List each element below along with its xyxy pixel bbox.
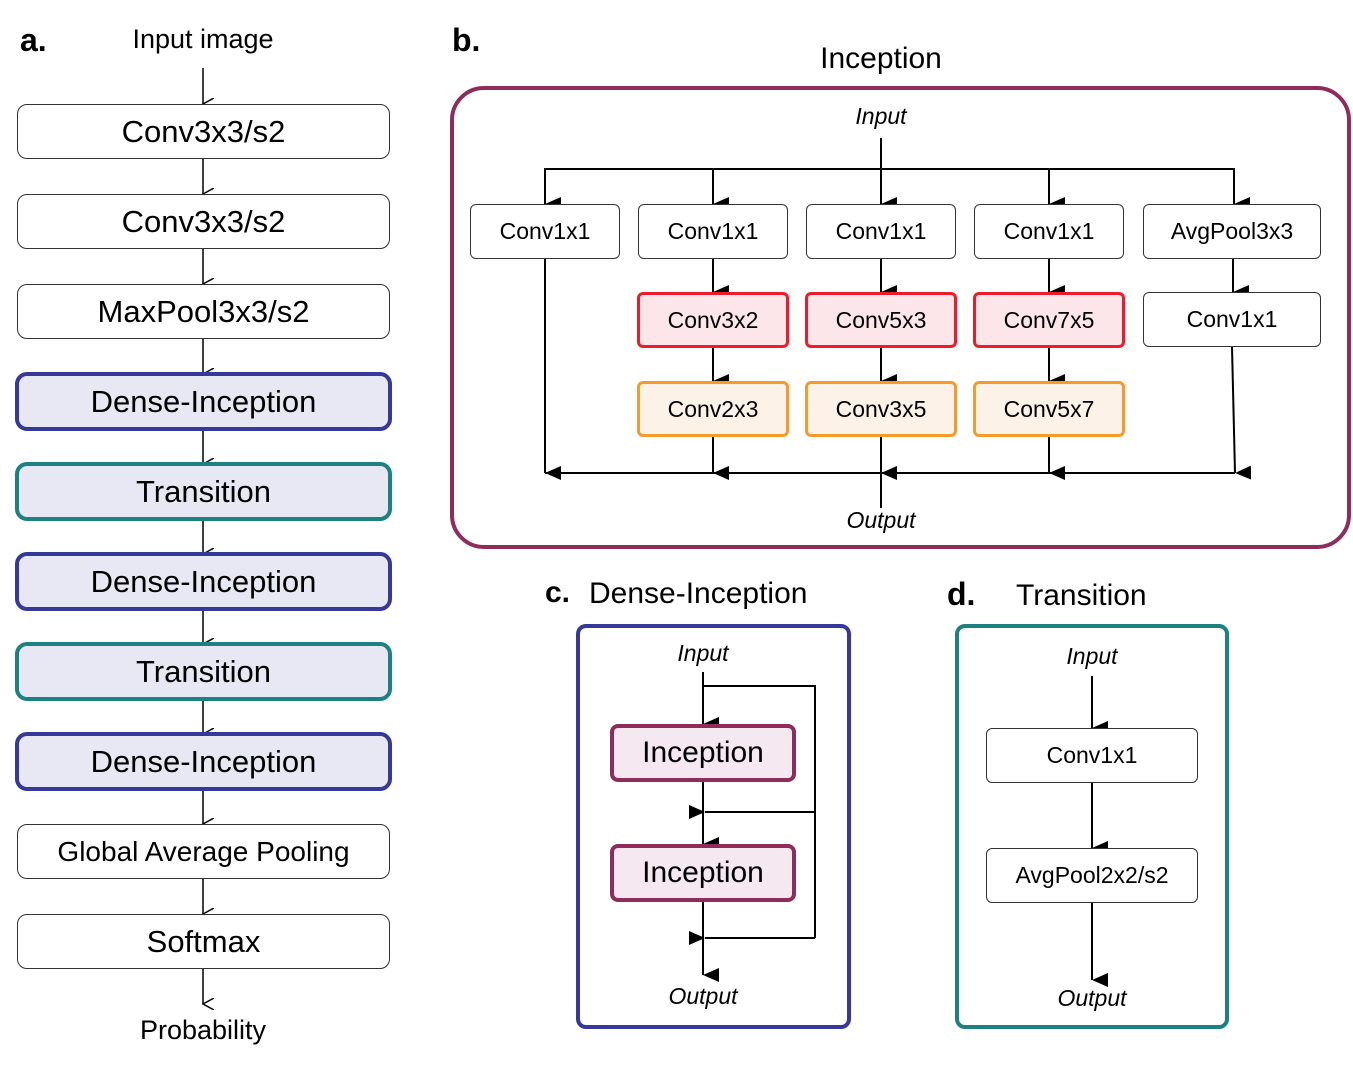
- block-label: Inception: [642, 856, 764, 889]
- inception-frame: [450, 86, 1351, 549]
- branch4-conv1x1[interactable]: Conv1x1: [974, 204, 1124, 259]
- block-label: AvgPool3x3: [1170, 218, 1294, 244]
- layer-transition-1[interactable]: Transition: [15, 462, 392, 521]
- dense-inception-title: Dense-Inception: [589, 577, 808, 610]
- panel-c-letter: c.: [545, 576, 571, 609]
- layer-maxpool[interactable]: MaxPool3x3/s2: [17, 284, 390, 339]
- block-label: Conv1x1: [1003, 218, 1095, 244]
- transition-frame: [955, 624, 1229, 1029]
- branch2-conv2x3[interactable]: Conv2x3: [637, 381, 789, 437]
- layer-label: Dense-Inception: [90, 563, 317, 599]
- layer-label: Softmax: [146, 923, 261, 959]
- block-label: Conv7x5: [1003, 306, 1095, 333]
- layer-label: Dense-Inception: [90, 743, 317, 779]
- branch3-conv1x1[interactable]: Conv1x1: [806, 204, 956, 259]
- dense-input-label: Input: [677, 640, 729, 666]
- branch5-avgpool3x3[interactable]: AvgPool3x3: [1143, 204, 1321, 259]
- inception-block-2[interactable]: Inception: [610, 844, 796, 902]
- block-label: Conv1x1: [1046, 742, 1138, 768]
- layer-conv3x3-s2-2[interactable]: Conv3x3/s2: [17, 194, 390, 249]
- block-label: Conv1x1: [1186, 306, 1278, 332]
- probability-label: Probability: [139, 1015, 267, 1045]
- layer-label: Conv3x3/s2: [121, 113, 286, 149]
- dense-inception-frame: [576, 624, 851, 1029]
- panel-b-letter: b.: [452, 22, 481, 58]
- layer-label: Transition: [136, 473, 271, 509]
- inception-input-label: Input: [855, 103, 907, 129]
- layer-label: MaxPool3x3/s2: [97, 293, 310, 329]
- block-label: Conv5x3: [835, 306, 927, 333]
- block-label: Conv5x7: [1003, 395, 1095, 422]
- transition-conv1x1[interactable]: Conv1x1: [986, 728, 1198, 783]
- block-label: Inception: [642, 736, 764, 769]
- branch4-conv5x7[interactable]: Conv5x7: [973, 381, 1125, 437]
- layer-label: Global Average Pooling: [57, 835, 350, 867]
- layer-dense-inception-3[interactable]: Dense-Inception: [15, 732, 392, 791]
- layer-dense-inception-1[interactable]: Dense-Inception: [15, 372, 392, 431]
- branch2-conv3x2[interactable]: Conv3x2: [637, 292, 789, 348]
- inception-block-1[interactable]: Inception: [610, 724, 796, 782]
- layer-global-average-pooling[interactable]: Global Average Pooling: [17, 824, 390, 879]
- input-image-label: Input image: [132, 24, 274, 54]
- dense-output-label: Output: [668, 983, 738, 1009]
- layer-label: Conv3x3/s2: [121, 203, 286, 239]
- block-label: Conv3x2: [667, 306, 759, 333]
- branch4-conv7x5[interactable]: Conv7x5: [973, 292, 1125, 348]
- block-label: Conv1x1: [499, 218, 591, 244]
- layer-label: Transition: [136, 653, 271, 689]
- block-label: Conv2x3: [667, 395, 759, 422]
- block-label: Conv1x1: [835, 218, 927, 244]
- block-label: AvgPool2x2/s2: [1015, 862, 1169, 888]
- block-label: Conv3x5: [835, 395, 927, 422]
- branch3-conv5x3[interactable]: Conv5x3: [805, 292, 957, 348]
- panel-a-letter: a.: [20, 22, 47, 58]
- layer-conv3x3-s2-1[interactable]: Conv3x3/s2: [17, 104, 390, 159]
- transition-title: Transition: [1016, 579, 1147, 612]
- branch2-conv1x1[interactable]: Conv1x1: [638, 204, 788, 259]
- transition-output-label: Output: [1057, 985, 1127, 1011]
- block-label: Conv1x1: [667, 218, 759, 244]
- branch5-conv1x1[interactable]: Conv1x1: [1143, 292, 1321, 347]
- transition-input-label: Input: [1066, 643, 1118, 669]
- layer-label: Dense-Inception: [90, 383, 317, 419]
- branch3-conv3x5[interactable]: Conv3x5: [805, 381, 957, 437]
- transition-avgpool2x2-s2[interactable]: AvgPool2x2/s2: [986, 848, 1198, 903]
- inception-output-label: Output: [846, 507, 916, 533]
- layer-softmax[interactable]: Softmax: [17, 914, 390, 969]
- layer-dense-inception-2[interactable]: Dense-Inception: [15, 552, 392, 611]
- panel-d-letter: d.: [947, 576, 976, 612]
- layer-transition-2[interactable]: Transition: [15, 642, 392, 701]
- branch1-conv1x1[interactable]: Conv1x1: [470, 204, 620, 259]
- inception-title: Inception: [820, 42, 942, 75]
